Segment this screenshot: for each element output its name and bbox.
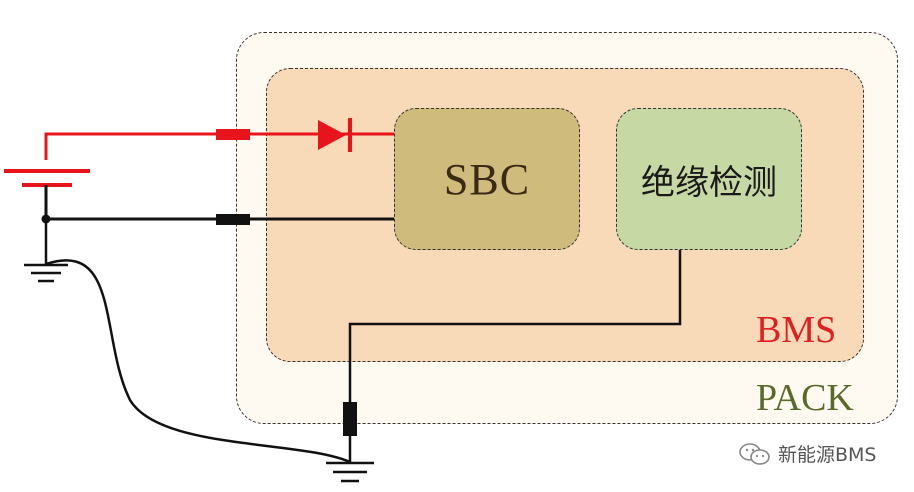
pack-label: PACK: [756, 377, 854, 419]
sbc-block: SBC: [394, 108, 580, 250]
watermark: 新能源BMS: [738, 440, 877, 467]
wechat-icon: [739, 442, 770, 465]
sbc-label: SBC: [443, 154, 531, 204]
left-ground-symbol: [24, 219, 68, 283]
positive-connector: [216, 129, 250, 140]
positive-wire: [44, 132, 394, 160]
insulation-detection-block: 绝缘检测: [616, 108, 802, 250]
bottom-ground-symbol: [326, 461, 374, 483]
negative-connector: [216, 214, 250, 225]
battery-symbol: [4, 169, 90, 218]
insulation-detection-label: 绝缘检测: [641, 162, 777, 203]
ground-connector: [343, 402, 357, 436]
diode-symbol: [318, 118, 352, 152]
chassis-bond-wire: [45, 259, 351, 464]
bms-label: BMS: [756, 309, 837, 351]
insulation-wire: [348, 250, 682, 462]
watermark-text: 新能源BMS: [778, 444, 877, 466]
